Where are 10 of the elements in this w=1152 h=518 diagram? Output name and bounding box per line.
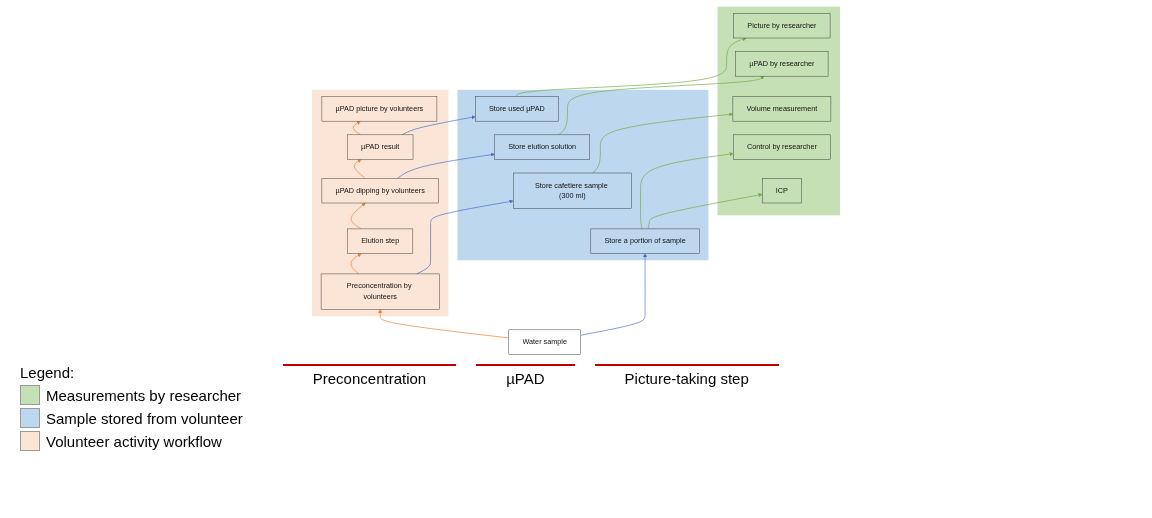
legend-text: Volunteer activity workflow xyxy=(46,432,222,450)
cluster xyxy=(717,6,840,215)
phase-label: Picture-taking step xyxy=(594,364,779,391)
legend-title: Legend: xyxy=(20,364,76,381)
legend-text: Sample stored from volunteer xyxy=(46,409,243,427)
cluster xyxy=(457,89,709,260)
phase-label: µPAD xyxy=(476,364,575,391)
legend-text: Measurements by researcher xyxy=(46,386,242,404)
cluster xyxy=(312,89,449,316)
phase-label: Preconcentration xyxy=(282,364,457,391)
